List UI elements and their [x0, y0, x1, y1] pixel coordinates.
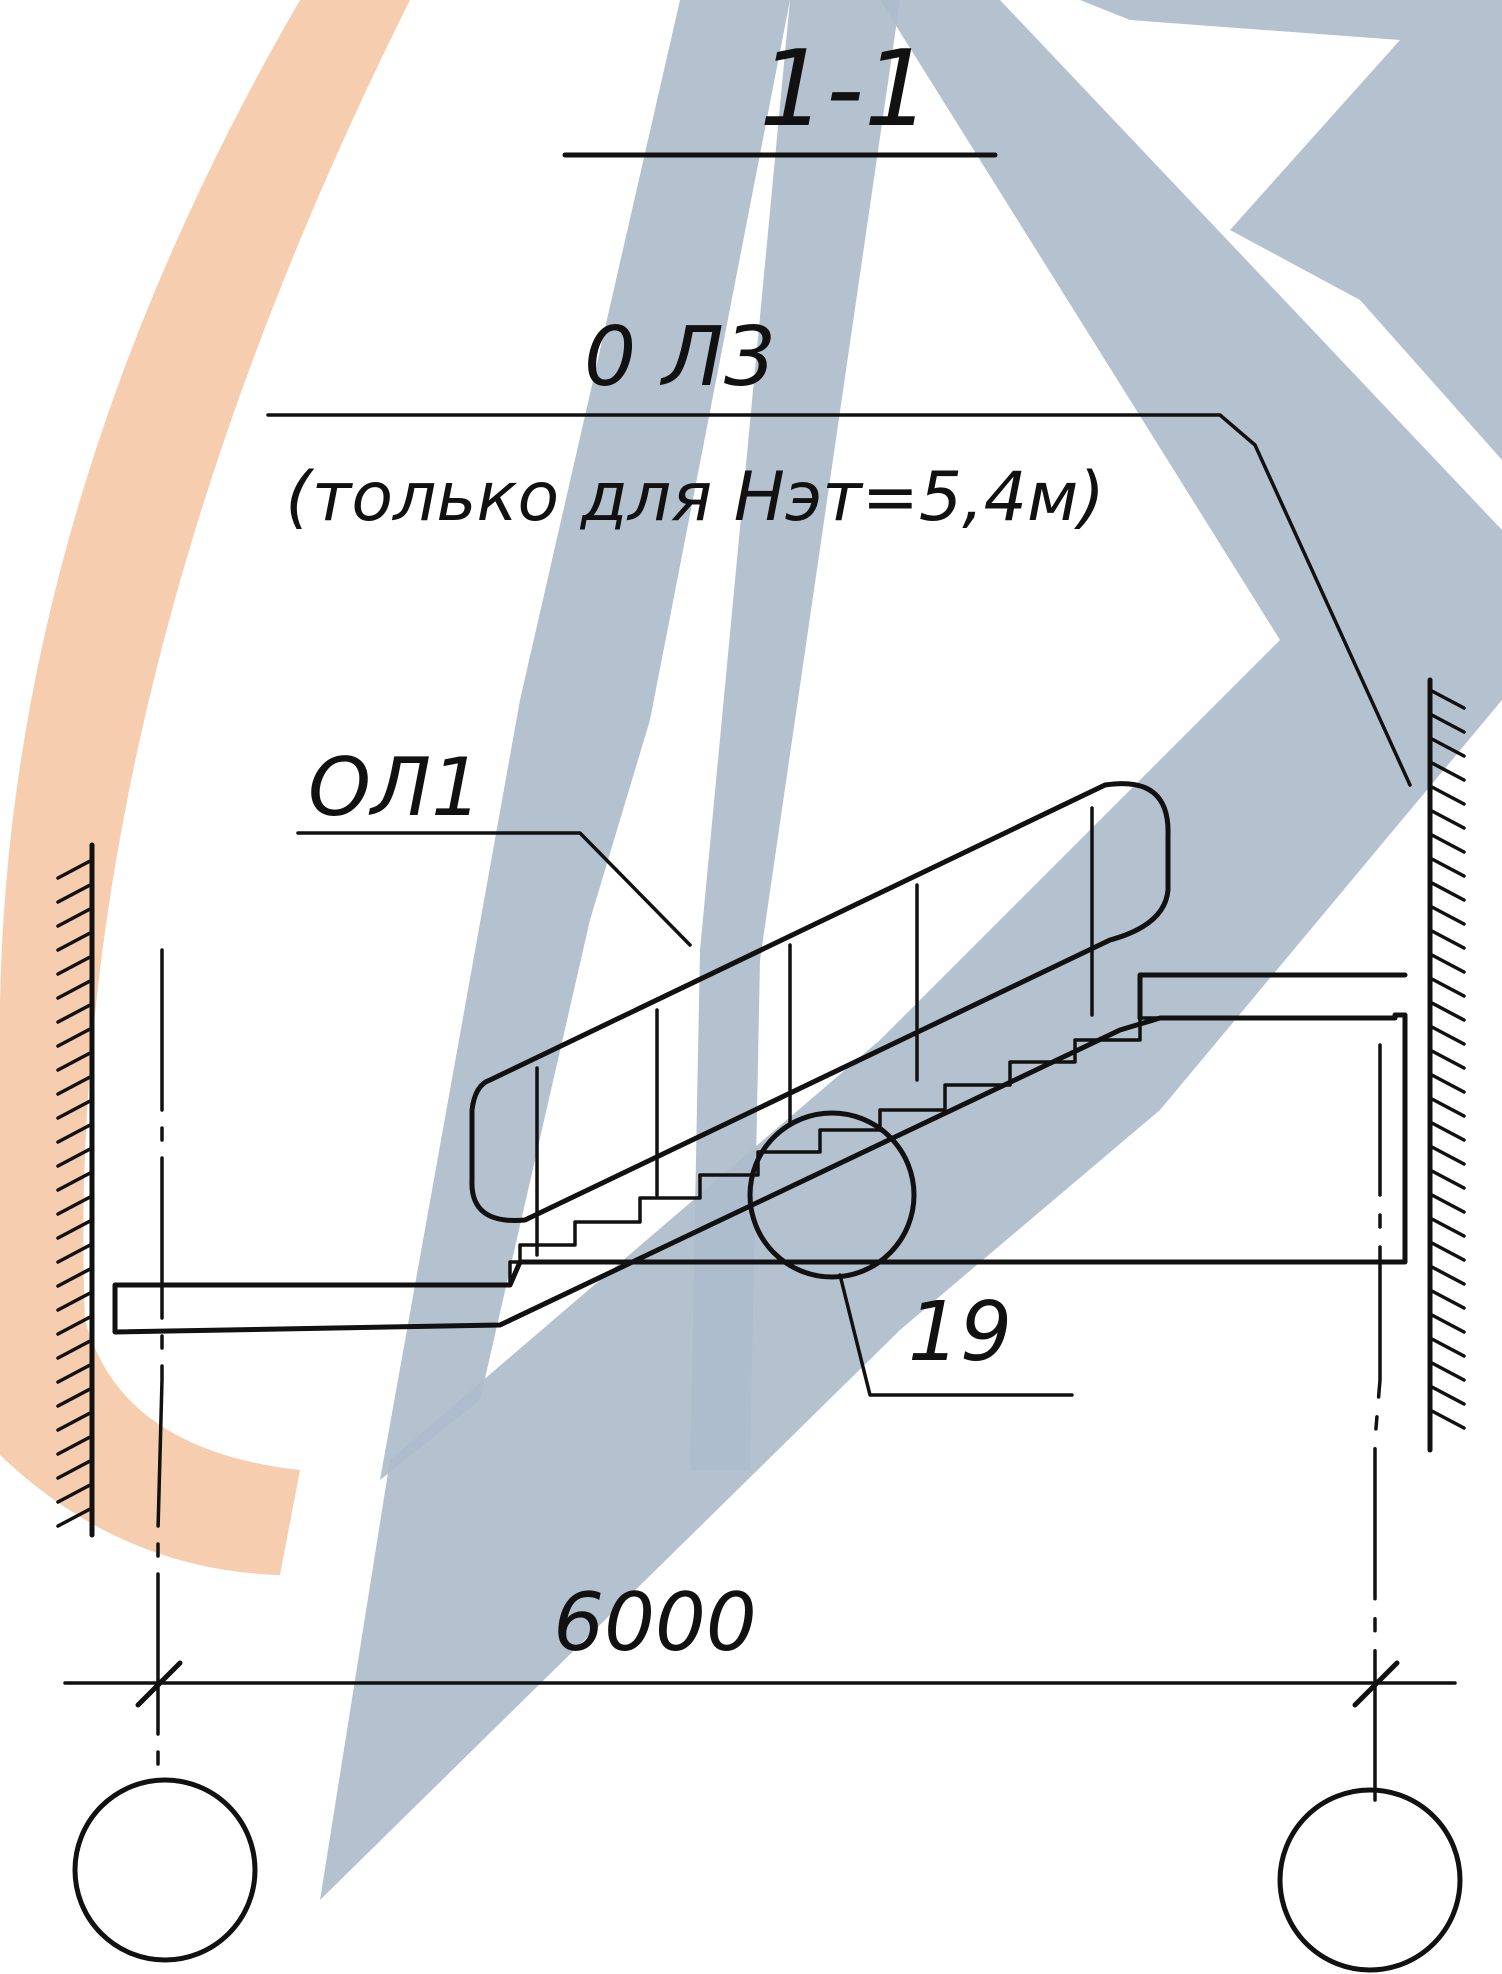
watermark-blue-stroke-left	[380, 0, 790, 1480]
wall-hatch-line	[56, 1122, 94, 1144]
wall-hatch-line	[56, 1314, 94, 1336]
right-wall	[1427, 677, 1466, 1453]
wall-hatch-line	[1428, 1072, 1466, 1094]
wall-hatch-line	[1428, 736, 1466, 758]
wall-hatch-line	[1428, 976, 1466, 998]
wall-hatch-line	[56, 1290, 94, 1312]
railing-frame	[469, 781, 1171, 1223]
wall-hatch-line	[56, 1362, 94, 1384]
node-mark: 19	[908, 1285, 1012, 1380]
wall-hatch-line	[1428, 928, 1466, 950]
left-axis-line	[156, 948, 164, 1782]
wall-hatch-line	[56, 1002, 94, 1024]
wall-hatch-line	[1428, 1360, 1466, 1382]
wall-hatch-line	[1428, 1096, 1466, 1118]
upper-landing-note: (только для Нэт=5,4м)	[285, 458, 1105, 537]
wall-hatch-line	[1428, 1288, 1466, 1310]
watermark	[0, 0, 1502, 1900]
wall-hatch-line	[56, 1170, 94, 1192]
watermark-orange-arc	[0, 0, 410, 1575]
wall-hatch-line	[1428, 784, 1466, 806]
flight-leader	[296, 831, 692, 947]
wall-hatch-line	[1428, 904, 1466, 926]
watermark-blue-stroke-diagonal	[320, 0, 1502, 1900]
wall-hatch-line	[56, 1506, 94, 1528]
wall-hatch-line	[1428, 1000, 1466, 1022]
right-axis-line	[1373, 1043, 1382, 1802]
wall-hatch-line	[1428, 1168, 1466, 1190]
wall-hatch-line	[1428, 1408, 1466, 1430]
wall-hatch-line	[56, 1098, 94, 1120]
axis-bubbles	[72, 1777, 1463, 1973]
wall-hatch-line	[56, 882, 94, 904]
wall-hatch-line	[56, 858, 94, 880]
section-title-text: 1-1	[759, 28, 931, 150]
node-callout: 19	[747, 1110, 1074, 1397]
wall-hatch-line	[56, 1266, 94, 1288]
upper-landing-callout: 0 Л3 (только для Нэт=5,4м)	[266, 310, 1412, 787]
wall-hatch-line	[56, 1458, 94, 1480]
wall-hatch-line	[1428, 880, 1466, 902]
wall-hatch-line	[56, 1146, 94, 1168]
flight-mark: ОЛ1	[308, 741, 482, 834]
wall-hatch-line	[1428, 688, 1466, 710]
wall-hatch-line	[1428, 808, 1466, 830]
wall-hatch-line	[1428, 856, 1466, 878]
stair-steps	[508, 1016, 1162, 1287]
watermark-blue-hook	[1080, 0, 1502, 460]
wall-hatch-line	[1428, 1048, 1466, 1070]
wall-hatch-line	[56, 1386, 94, 1408]
wall-hatch-line	[1428, 1264, 1466, 1286]
span-dimension: 6000	[63, 1576, 1457, 1708]
span-dimension-tick-right	[1352, 1660, 1400, 1708]
node-circle	[747, 1110, 917, 1280]
wall-hatch-line	[56, 1194, 94, 1216]
wall-hatch-line	[1428, 1336, 1466, 1358]
axis-lines	[156, 948, 1382, 1802]
wall-hatch-line	[56, 978, 94, 1000]
wall-hatch-line	[1428, 712, 1466, 734]
wall-hatch-line	[56, 1218, 94, 1240]
lower-landing-slab	[112, 1012, 1408, 1335]
wall-hatch-line	[56, 1242, 94, 1264]
node-leader	[838, 1273, 1074, 1397]
flight-callout: ОЛ1	[296, 741, 692, 947]
axis-bubble-left	[72, 1777, 258, 1963]
wall-hatch-line	[56, 906, 94, 928]
wall-hatch-line	[56, 1338, 94, 1360]
wall-hatch-line	[1428, 1240, 1466, 1262]
section-title: 1-1	[562, 28, 998, 158]
wall-hatch-line	[56, 1026, 94, 1048]
stair-flight	[112, 972, 1408, 1335]
upper-landing-leader	[266, 413, 1412, 787]
axis-bubble-right	[1277, 1787, 1463, 1973]
wall-hatch-line	[1428, 1216, 1466, 1238]
wall-hatch-line	[1428, 1144, 1466, 1166]
upper-landing-mark: 0 Л3	[584, 310, 776, 405]
wall-hatch-line	[1428, 1192, 1466, 1214]
wall-hatch-line	[1428, 1120, 1466, 1142]
wall-hatch-line	[1428, 1384, 1466, 1406]
wall-hatch-line	[56, 1410, 94, 1432]
span-dimension-value: 6000	[553, 1576, 757, 1669]
left-wall	[56, 842, 95, 1538]
wall-hatch-line	[56, 1482, 94, 1504]
wall-hatch-line	[1428, 1024, 1466, 1046]
wall-hatch-line	[56, 954, 94, 976]
wall-hatch-line	[56, 930, 94, 952]
wall-hatch-line	[56, 1434, 94, 1456]
railing	[469, 781, 1171, 1257]
wall-hatch-line	[56, 1050, 94, 1072]
span-dimension-tick-left	[135, 1660, 183, 1708]
watermark-blue-stroke-middle	[690, 0, 900, 1470]
upper-landing-slab	[1137, 972, 1408, 1021]
wall-hatch-line	[1428, 952, 1466, 974]
wall-hatch-line	[1428, 832, 1466, 854]
wall-hatch-line	[1428, 1312, 1466, 1334]
wall-hatch-line	[1428, 760, 1466, 782]
wall-hatch-line	[56, 1074, 94, 1096]
